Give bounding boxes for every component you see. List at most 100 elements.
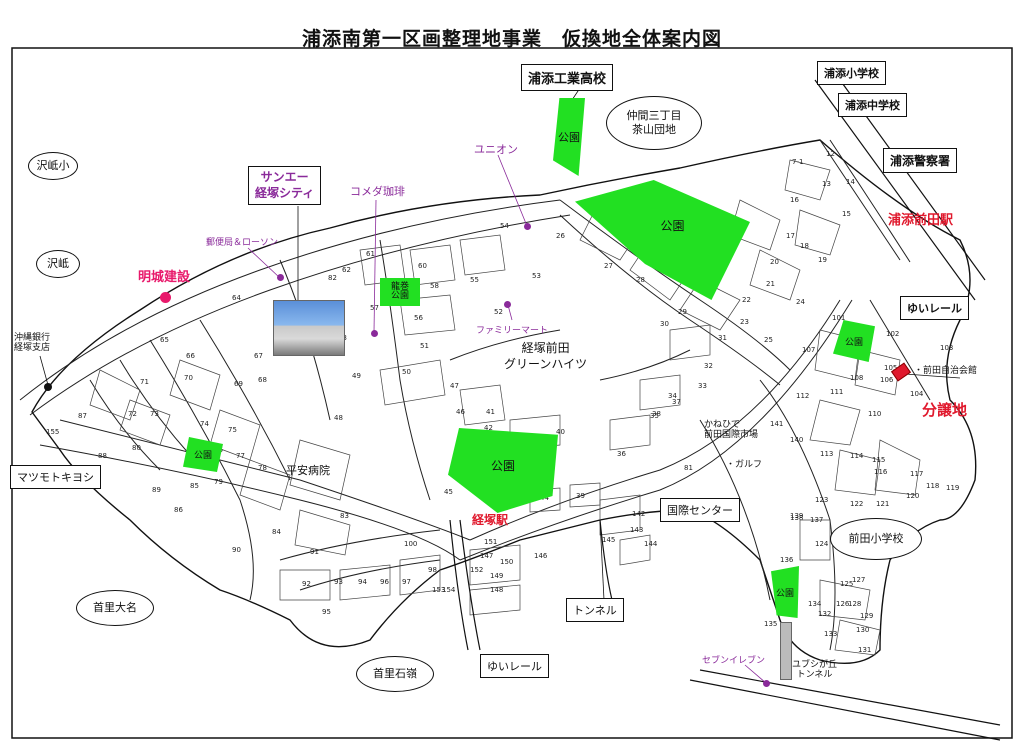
lot-number: 126 xyxy=(836,600,850,608)
lot-number: 148 xyxy=(490,586,504,594)
lot-number: 27 xyxy=(604,262,613,270)
matsumoto-kiyoshi-label: マツモトキヨシ xyxy=(10,465,101,489)
park-left[interactable]: 公園 xyxy=(183,437,223,472)
district-outline xyxy=(31,139,977,665)
union-marker xyxy=(524,223,531,230)
kanehide-label: かねひで 前田国際市場 xyxy=(704,420,759,441)
lot-number: 34 xyxy=(668,392,677,400)
lot-number: 46 xyxy=(456,408,465,416)
lot-number: 26 xyxy=(556,232,565,240)
lot-number: 66 xyxy=(186,352,195,360)
komeda-label: コメダ珈琲 xyxy=(350,185,405,198)
lot-number: 61 xyxy=(366,250,375,258)
lot-number: 62 xyxy=(342,266,351,274)
lot-number: 81 xyxy=(684,464,693,472)
lot-number: 58 xyxy=(430,282,439,290)
page-title: 浦添南第一区画整理地事業 仮換地全体案内図 xyxy=(301,28,722,50)
seven-eleven-marker xyxy=(763,680,770,687)
lot-number: 32 xyxy=(704,362,713,370)
lot-number: 20 xyxy=(770,258,779,266)
kokusai-center-label: 国際センター xyxy=(660,498,740,522)
lot-number: 94 xyxy=(358,578,367,586)
lot-number: 108 xyxy=(850,374,864,382)
lot-number: 129 xyxy=(860,612,874,620)
lot-number: 136 xyxy=(780,556,794,564)
lot-number: 71 xyxy=(140,378,149,386)
lot-number: 138 xyxy=(790,514,804,522)
lot-number: 91 xyxy=(310,548,319,556)
lot-number: 56 xyxy=(414,314,423,322)
lot-number: 141 xyxy=(770,420,784,428)
lot-number: 15 xyxy=(842,210,851,218)
lot-number: 95 xyxy=(322,608,331,616)
lot-number: 35 xyxy=(650,412,659,420)
urasoe-maeda-station-label: 浦添前田駅 xyxy=(888,213,954,228)
meijo-label: 明城建設 xyxy=(138,270,191,285)
urasoe-junior-high-label: 浦添中学校 xyxy=(838,93,907,117)
komeda-marker xyxy=(371,330,378,337)
yui-rail-bottom-label: ゆいレール xyxy=(480,654,549,678)
union-label: ユニオン xyxy=(474,143,518,156)
lot-number: 122 xyxy=(850,500,864,508)
lot-number: 77 xyxy=(236,452,245,460)
lot-number: 130 xyxy=(856,626,870,634)
lot-number: 139 xyxy=(790,512,804,520)
lot-number: 39 xyxy=(576,492,585,500)
kyozuka-station-label: 経塚駅 xyxy=(472,513,509,527)
lot-number: 144 xyxy=(644,540,658,548)
lot-number: 106 xyxy=(880,376,894,384)
lot-number: 70 xyxy=(184,374,193,382)
lot-number: 47 xyxy=(450,382,459,390)
lot-number: 149 xyxy=(490,572,504,580)
green-heights-label: 経塚前田 グリーンハイツ xyxy=(504,341,588,372)
lot-number: 133 xyxy=(824,630,838,638)
lot-number: 48 xyxy=(334,414,343,422)
lot-number: 137 xyxy=(810,516,824,524)
lot-number: 113 xyxy=(820,450,834,458)
lot-number: 18 xyxy=(800,242,809,250)
lot-number: 97 xyxy=(402,578,411,586)
lot-number: 40 xyxy=(556,428,565,436)
lot-number: 85 xyxy=(190,482,199,490)
lot-number: 49 xyxy=(352,372,361,380)
lot-number: 19 xyxy=(818,256,827,264)
lot-number: 41 xyxy=(486,408,495,416)
post-lawson-label: 郵便局＆ローソン xyxy=(206,238,279,248)
lot-number: 45 xyxy=(444,488,453,496)
lot-number: 111 xyxy=(830,388,844,396)
lot-number: 93 xyxy=(334,578,343,586)
lot-number: 25 xyxy=(764,336,773,344)
lot-number: 73 xyxy=(150,410,159,418)
lot-number: 74 xyxy=(200,420,209,428)
lot-number: 80 xyxy=(132,444,141,452)
lot-number: 116 xyxy=(874,468,888,476)
lot-number: 117 xyxy=(910,470,924,478)
lot-number: 123 xyxy=(815,496,829,504)
sanei-building-photo xyxy=(273,300,345,356)
lot-number: 96 xyxy=(380,578,389,586)
lot-number: 112 xyxy=(796,392,810,400)
lot-number: 125 xyxy=(840,580,854,588)
lot-number: 24 xyxy=(796,298,805,306)
lot-number: 14 xyxy=(846,178,855,186)
lot-number: 67 xyxy=(254,352,263,360)
tunnel-marker xyxy=(780,622,792,680)
seven-eleven-label: セブンイレブン xyxy=(702,656,766,666)
lot-number: 64 xyxy=(232,294,241,302)
lot-number: 152 xyxy=(470,566,484,574)
lot-number: 22 xyxy=(742,296,751,304)
leader-lines xyxy=(247,154,767,684)
lot-number: 150 xyxy=(500,558,514,566)
lot-number: 134 xyxy=(808,600,822,608)
nakama-chazan-label: 仲間三丁目 茶山団地 xyxy=(606,96,702,150)
lot-number: 142 xyxy=(632,510,646,518)
lot-number: 105 xyxy=(884,364,898,372)
lot-number: 21 xyxy=(766,280,775,288)
urasoe-police-label: 浦添警察署 xyxy=(883,148,958,173)
park-ryuukan[interactable]: 龍巻 公園 xyxy=(380,278,420,306)
sanei-kyozuka-city-label: サンエー 経塚シティ xyxy=(248,166,322,206)
lot-number: 155 xyxy=(46,428,60,436)
heian-hospital-label: 平安病院 xyxy=(286,464,330,477)
family-mart-marker xyxy=(504,301,511,308)
takushi-small-label: 沢岻小 xyxy=(28,152,78,180)
